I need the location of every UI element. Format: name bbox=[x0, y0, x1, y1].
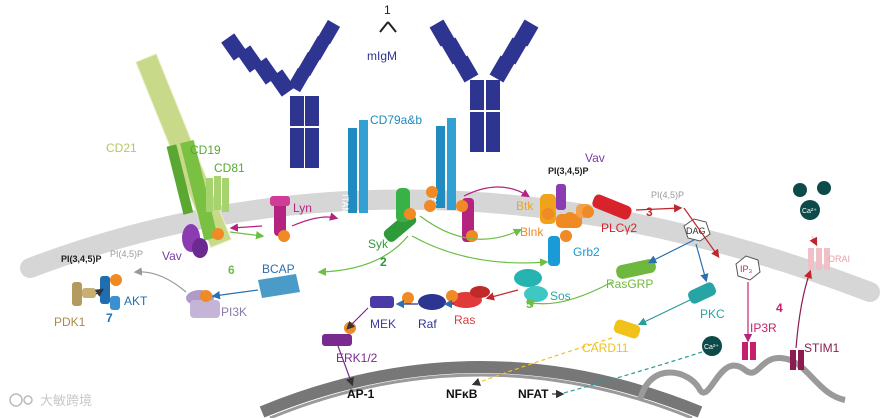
cd19-receptor bbox=[166, 140, 218, 241]
cd79-right bbox=[436, 118, 456, 210]
mek-kinase bbox=[370, 296, 394, 308]
step-5: 5 bbox=[526, 297, 533, 311]
label-pi3k: PI3K bbox=[221, 305, 247, 319]
lyn-kinase bbox=[270, 196, 290, 236]
erk-kinase bbox=[322, 334, 352, 346]
bcap-adaptor bbox=[258, 274, 300, 298]
card11-protein bbox=[613, 319, 641, 339]
label-pip2-right: PI(4,5)P bbox=[651, 190, 684, 200]
ca-ion-label-2: Ca²⁺ bbox=[704, 344, 719, 351]
calcium-ions bbox=[702, 181, 831, 356]
endoplasmic-reticulum bbox=[637, 355, 846, 403]
step-3: 3 bbox=[646, 205, 653, 219]
migm-receptor-left bbox=[221, 19, 341, 168]
antigen-icon bbox=[379, 21, 397, 33]
cd79-left bbox=[348, 120, 368, 213]
label-dag: DAG bbox=[686, 226, 706, 236]
label-nfat: NFAT bbox=[518, 387, 549, 401]
migm-receptor-right bbox=[429, 19, 539, 152]
nucleus-envelope-inner bbox=[269, 373, 693, 418]
watermark-logo bbox=[9, 393, 33, 407]
step-4: 4 bbox=[776, 301, 783, 315]
stim1-sensor bbox=[790, 350, 804, 370]
grb2-adaptor bbox=[548, 236, 560, 266]
signaling-arrows bbox=[94, 186, 818, 395]
phospho-groups bbox=[110, 186, 594, 334]
cd81-receptor bbox=[206, 176, 229, 212]
label-orai: ORAI bbox=[828, 254, 850, 264]
label-card11: CARD11 bbox=[582, 341, 629, 355]
akt-kinase bbox=[100, 276, 120, 310]
vav-right-protein bbox=[556, 184, 566, 210]
label-pdk1: PDK1 bbox=[54, 315, 86, 329]
label-btk: Btk bbox=[516, 199, 534, 213]
label-ras: Ras bbox=[454, 313, 475, 327]
vav-left bbox=[182, 224, 208, 258]
label-mek: MEK bbox=[370, 317, 396, 331]
label-pip2-left: PI(4,5)P bbox=[110, 249, 143, 259]
label-akt: AKT bbox=[124, 294, 148, 308]
ip3r-channel bbox=[742, 342, 756, 360]
label-ap1: AP-1 bbox=[347, 387, 375, 401]
label-plcg2: PLCγ2 bbox=[601, 221, 637, 235]
label-raf: Raf bbox=[418, 317, 437, 331]
sos-protein bbox=[514, 269, 548, 302]
watermark-text: 大敏跨境 bbox=[40, 393, 92, 408]
label-blnk: Blnk bbox=[520, 225, 544, 239]
label-erk: ERK1/2 bbox=[336, 351, 378, 365]
label-pip3-left: PI(3,4,5)P bbox=[61, 254, 102, 264]
itam-label-1: ITAM bbox=[340, 194, 350, 215]
label-nfkb: NFκB bbox=[446, 387, 478, 401]
label-vav-left: Vav bbox=[162, 249, 182, 263]
ip3-hexagon bbox=[735, 255, 761, 281]
label-stim1: STIM1 bbox=[804, 341, 840, 355]
label-cd21: CD21 bbox=[106, 141, 137, 155]
label-lyn: Lyn bbox=[293, 201, 312, 215]
step-6: 6 bbox=[228, 263, 235, 277]
orai-channel bbox=[808, 248, 830, 270]
label-bcap: BCAP bbox=[262, 262, 295, 276]
rasgrp-protein bbox=[616, 259, 656, 279]
ca-ion-label-1: Ca²⁺ bbox=[802, 208, 817, 215]
step-2: 2 bbox=[380, 255, 387, 269]
label-pkc: PKC bbox=[700, 307, 725, 321]
plcg2-enzyme bbox=[592, 194, 632, 220]
label-cd79: CD79a&b bbox=[370, 113, 422, 127]
itam-label-2: ITAM bbox=[428, 190, 438, 211]
cell-membrane bbox=[20, 189, 880, 302]
label-pip3-right: PI(3,4,5)P bbox=[548, 166, 589, 176]
pkc-kinase bbox=[687, 282, 717, 304]
label-vav-right: Vav bbox=[585, 151, 605, 165]
antigen-marker: 1 bbox=[384, 3, 391, 17]
label-ip3r: IP3R bbox=[750, 321, 777, 335]
raf-kinase bbox=[418, 294, 446, 310]
pdk1-kinase bbox=[72, 282, 96, 306]
label-ip3: IP₃ bbox=[740, 264, 753, 274]
label-grb2: Grb2 bbox=[573, 245, 600, 259]
label-migm: mIgM bbox=[367, 49, 397, 63]
label-sos: Sos bbox=[550, 289, 571, 303]
step-7: 7 bbox=[106, 311, 113, 325]
label-cd19: CD19 bbox=[190, 143, 221, 157]
label-cd81: CD81 bbox=[214, 161, 245, 175]
label-syk: Syk bbox=[368, 237, 389, 251]
label-rasgrp: RasGRP bbox=[606, 277, 653, 291]
